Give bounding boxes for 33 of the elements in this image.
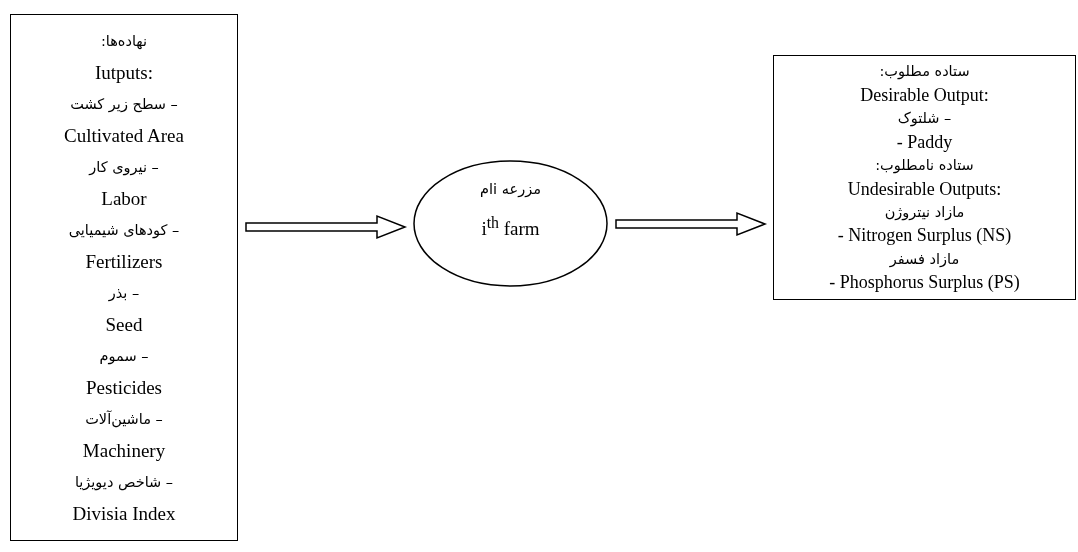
persian-text: ستاده مطلوب: [879,62,970,82]
english-text: Undesirable Outputs: [847,177,1002,201]
english-text: Desirable Output: [860,83,989,107]
persian-text: ستاده نامطلوب: [875,156,974,176]
block-arrow [615,211,768,237]
persian-text: – ماشین‌آلات [85,409,163,430]
persian-text: مازاد نیتروژن [884,202,965,223]
english-text: Pesticides [86,376,162,400]
inputs-box [10,14,238,541]
english-text: Seed [105,313,143,337]
english-text: i$^{th}$ farm [481,213,540,242]
english-text: - Phosphorus Surplus (PS) [829,271,1020,295]
persian-text: – شلتوک [897,109,952,129]
english-text: - Nitrogen Surplus (NS) [837,224,1012,248]
english-text: Divisia Index [72,502,176,526]
persian-text: مازاد فسفر [889,249,960,270]
english-text: Cultivated Area [64,124,184,148]
persian-text: نهاده‌ها: [100,31,148,51]
english-text: Iutputs: [94,61,154,85]
persian-text: – شاخص دیویژیا [74,472,174,493]
english-text: Labor [101,187,147,211]
persian-text: – بذر [108,283,140,304]
english-text: Fertilizers [85,250,163,274]
farm-ellipse [413,160,608,287]
persian-text: – سموم [99,346,149,367]
outputs-box [773,55,1076,300]
persian-text: – نیروی کار [89,157,159,178]
persian-text: – سطح زیر کشت [70,94,178,115]
persian-text: مزرعه iام [480,180,541,200]
block-arrow [245,214,408,240]
english-text: Machinery [82,439,166,463]
persian-text: – کودهای شیمیایی [68,220,180,241]
english-text: - Paddy [896,130,953,154]
